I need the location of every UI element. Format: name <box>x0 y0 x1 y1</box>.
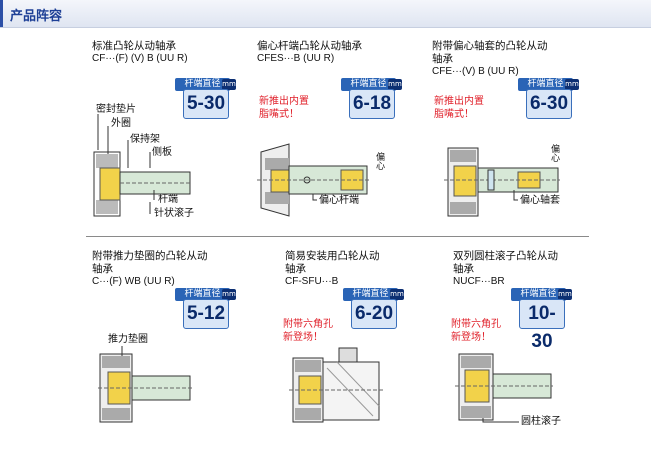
cf-sfu-bearing-drawing <box>289 347 383 423</box>
product-name: 简易安装用凸轮从动 <box>285 250 380 262</box>
new-feature-note: 附带六角孔 <box>451 319 501 330</box>
label-cage: 保持架 <box>130 134 160 145</box>
product-name-2: 轴承 <box>453 263 474 275</box>
new-feature-note-2: 新登场！ <box>283 332 323 343</box>
product-code: CF-SFU···B <box>285 276 339 287</box>
nucf-bearing-drawing <box>455 353 553 423</box>
cfes-bearing-drawing <box>257 143 369 217</box>
product-name-2: 轴承 <box>92 263 113 275</box>
diameter-range: 5-30 <box>183 89 229 119</box>
section-header: 产品阵容 <box>0 0 651 28</box>
product-code: CFES···B (UU R) <box>257 53 335 64</box>
product-name: 附带推力垫圈的凸轮从动 <box>92 250 208 262</box>
header-accent-bar <box>0 0 3 27</box>
product-name-2: 轴承 <box>285 263 306 275</box>
cfe-bearing-drawing <box>444 147 560 217</box>
product-name-2: 轴承 <box>432 53 453 65</box>
row-divider <box>86 236 589 237</box>
product-name: 附带偏心轴套的凸轮从动 <box>432 40 548 52</box>
new-feature-note: 新推出内置 <box>434 96 484 107</box>
label-eccentric-stud: 偏心杆端 <box>319 195 359 206</box>
product-card-cf[interactable]: 标准凸轮从动轴承 CF···(F) (V) B (UU R) 杆端直径 mm 5… <box>92 40 292 240</box>
label-needle-roller: 针状滚子 <box>154 208 194 219</box>
stud-diameter-badge: 杆端直径 mm 10-30 <box>511 288 573 352</box>
diameter-range: 6-20 <box>351 299 397 329</box>
product-name: 标准凸轮从动轴承 <box>92 40 176 52</box>
product-card-nucf[interactable]: 双列圆柱滚子凸轮从动 轴承 NUCF···BR 杆端直径 mm 10-30 附带… <box>451 250 651 450</box>
label-cylindrical-roller: 圆柱滚子 <box>521 416 561 427</box>
product-code: CFE···(V) B (UU R) <box>432 66 519 77</box>
stud-diameter-badge: 杆端直径 mm 5-12 <box>175 288 237 330</box>
product-code: CF···(F) (V) B (UU R) <box>92 53 188 64</box>
new-feature-note-2: 脂嘴式！ <box>259 109 299 120</box>
product-card-cfe[interactable]: 附带偏心轴套的凸轮从动 轴承 CFE···(V) B (UU R) 杆端直径 m… <box>432 40 632 240</box>
product-name: 双列圆柱滚子凸轮从动 <box>453 250 558 262</box>
product-card-c-wb[interactable]: 附带推力垫圈的凸轮从动 轴承 C···(F) WB (UU R) 杆端直径 mm… <box>92 250 292 450</box>
label-seal: 密封垫片 <box>96 104 136 115</box>
product-card-cfes[interactable]: 偏心杆端凸轮从动轴承 CFES···B (UU R) 杆端直径 mm 6-18 … <box>257 40 457 240</box>
label-outer-ring: 外圈 <box>111 118 131 129</box>
stud-diameter-badge: 杆端直径 mm 6-18 <box>341 78 403 120</box>
new-feature-note: 附带六角孔 <box>283 319 333 330</box>
product-card-cf-sfu[interactable]: 简易安装用凸轮从动 轴承 CF-SFU···B 杆端直径 mm 6-20 附带六… <box>283 250 485 450</box>
diameter-range: 6-18 <box>349 89 395 119</box>
section-title: 产品阵容 <box>10 9 63 24</box>
product-code: NUCF···BR <box>453 276 505 287</box>
label-side-plate: 侧板 <box>152 147 172 158</box>
stud-diameter-badge: 杆端直径 mm 5-30 <box>175 78 237 120</box>
product-name: 偏心杆端凸轮从动轴承 <box>257 40 362 52</box>
new-feature-note: 新推出内置 <box>259 96 309 107</box>
diameter-range: 10-30 <box>519 299 565 352</box>
label-thrust-washer: 推力垫圈 <box>108 334 148 345</box>
stud-diameter-badge: 杆端直径 mm 6-20 <box>343 288 405 330</box>
new-feature-note-2: 脂嘴式！ <box>434 109 474 120</box>
new-feature-note-2: 新登场！ <box>451 332 491 343</box>
label-eccentric: 偏心 <box>549 144 559 162</box>
c-wb-bearing-drawing <box>98 346 192 423</box>
diameter-range: 6-30 <box>526 89 572 119</box>
product-code: C···(F) WB (UU R) <box>92 276 175 287</box>
label-stud: 杆端 <box>158 194 178 205</box>
label-eccentric: 偏心 <box>374 152 384 170</box>
label-eccentric-sleeve: 偏心轴套 <box>520 195 560 206</box>
diameter-range: 5-12 <box>183 299 229 329</box>
cf-bearing-drawing <box>93 114 191 217</box>
stud-diameter-badge: 杆端直径 mm 6-30 <box>518 78 580 120</box>
